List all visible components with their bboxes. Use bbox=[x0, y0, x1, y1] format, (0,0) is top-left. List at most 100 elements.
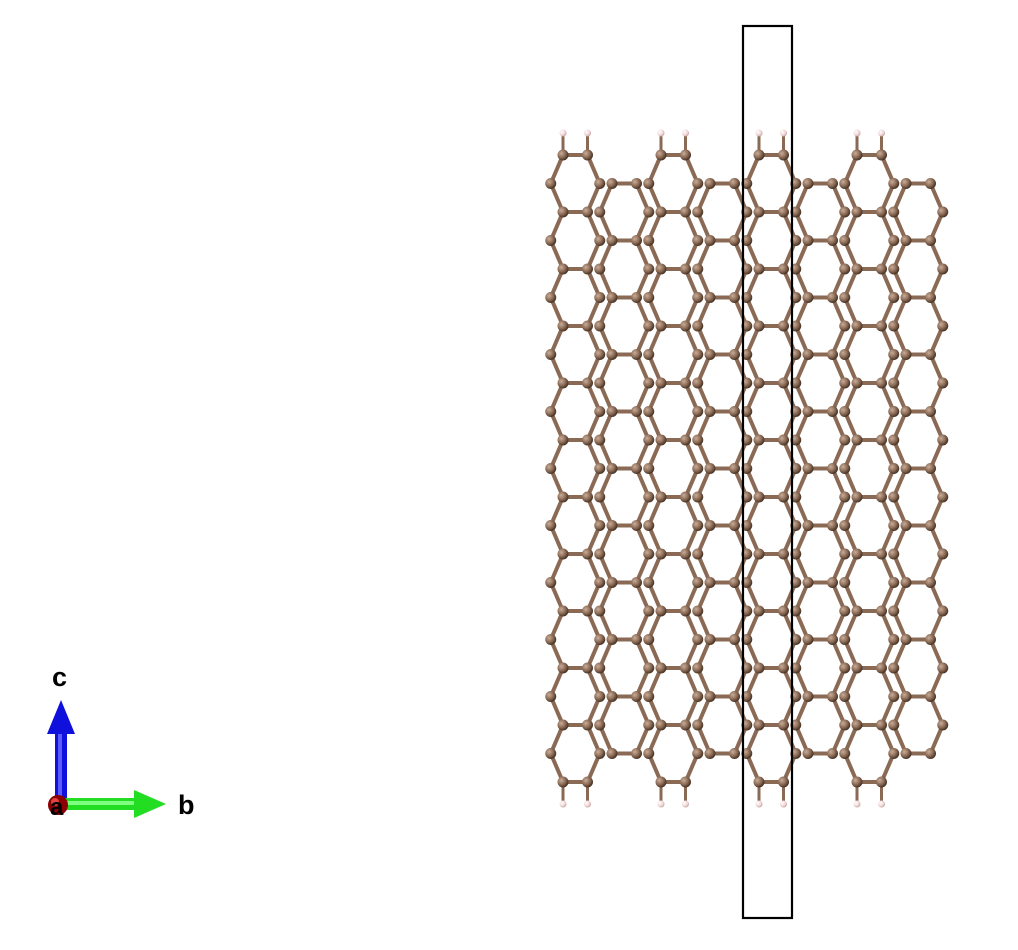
carbon-atom bbox=[937, 320, 949, 332]
carbon-atom bbox=[888, 719, 900, 731]
axis-indicator: c b a bbox=[47, 662, 195, 821]
carbon-atom bbox=[839, 548, 851, 560]
carbon-atom bbox=[876, 320, 887, 332]
carbon-atom bbox=[680, 662, 691, 674]
carbon-atom bbox=[778, 320, 789, 332]
carbon-atom bbox=[802, 292, 814, 303]
carbon-atom bbox=[888, 605, 900, 617]
carbon-atom bbox=[545, 520, 557, 531]
carbon-atom bbox=[888, 491, 900, 503]
carbon-atom bbox=[900, 520, 912, 531]
carbon-atom bbox=[827, 292, 838, 303]
carbon-atom bbox=[594, 605, 606, 617]
carbon-atom bbox=[606, 748, 618, 759]
carbon-atom bbox=[753, 206, 765, 218]
carbon-atom bbox=[692, 691, 704, 702]
carbon-atom bbox=[827, 691, 838, 702]
carbon-atom bbox=[606, 577, 618, 588]
carbon-atom bbox=[680, 377, 691, 389]
carbon-atom bbox=[655, 149, 667, 161]
carbon-atom bbox=[839, 320, 851, 332]
carbon-atom bbox=[557, 263, 569, 275]
carbon-atom bbox=[655, 662, 667, 674]
carbon-atom bbox=[925, 748, 936, 759]
carbon-atom bbox=[888, 349, 900, 360]
carbon-atom bbox=[839, 719, 851, 731]
carbon-atom bbox=[937, 491, 949, 503]
carbon-atom bbox=[594, 491, 606, 503]
b-axis-arrow bbox=[62, 790, 166, 818]
carbon-atom bbox=[680, 206, 691, 218]
carbon-atom bbox=[729, 292, 740, 303]
hydrogen-atom bbox=[853, 129, 861, 137]
carbon-atom bbox=[925, 691, 936, 702]
carbon-atom bbox=[778, 776, 789, 788]
carbon-atom bbox=[839, 691, 851, 702]
carbon-atom bbox=[594, 577, 606, 588]
carbon-atom bbox=[937, 377, 949, 389]
carbon-atom bbox=[557, 719, 569, 731]
carbon-atom bbox=[900, 178, 912, 189]
carbon-atom bbox=[643, 520, 655, 531]
carbon-atom bbox=[925, 577, 936, 588]
carbon-atom bbox=[655, 377, 667, 389]
carbon-atom bbox=[655, 434, 667, 446]
carbon-atom bbox=[631, 406, 642, 417]
carbon-atom bbox=[827, 406, 838, 417]
carbon-atom bbox=[925, 634, 936, 645]
carbon-atom bbox=[839, 178, 851, 189]
carbon-atom bbox=[888, 520, 900, 531]
carbon-atom bbox=[937, 719, 949, 731]
hydrogen-atom bbox=[780, 129, 787, 137]
carbon-atom bbox=[827, 748, 838, 759]
carbon-atom bbox=[631, 691, 642, 702]
carbon-atom bbox=[876, 491, 887, 503]
carbon-atom bbox=[888, 463, 900, 474]
carbon-atom bbox=[594, 263, 606, 275]
carbon-atom bbox=[802, 349, 814, 360]
carbon-atom bbox=[582, 662, 593, 674]
hydrogen-atom bbox=[853, 800, 861, 808]
carbon-atom bbox=[545, 748, 557, 759]
carbon-atom bbox=[680, 605, 691, 617]
carbon-atom bbox=[643, 235, 655, 246]
carbon-atom bbox=[802, 691, 814, 702]
carbon-atom bbox=[582, 605, 593, 617]
carbon-atom bbox=[704, 349, 716, 360]
carbon-atom bbox=[680, 263, 691, 275]
carbon-atom bbox=[643, 548, 655, 560]
carbon-atom bbox=[655, 206, 667, 218]
carbon-atom bbox=[729, 634, 740, 645]
carbon-atom bbox=[876, 206, 887, 218]
carbon-atom bbox=[606, 178, 618, 189]
carbon-atom bbox=[655, 491, 667, 503]
carbon-atom bbox=[582, 206, 593, 218]
carbon-atom bbox=[692, 463, 704, 474]
carbon-atom bbox=[631, 292, 642, 303]
carbon-atom bbox=[692, 577, 704, 588]
carbon-atom bbox=[802, 178, 814, 189]
carbon-atom bbox=[545, 178, 557, 189]
carbon-atom bbox=[937, 206, 949, 218]
carbon-atom bbox=[594, 178, 606, 189]
carbon-atom bbox=[594, 406, 606, 417]
axis-label-a: a bbox=[50, 794, 64, 821]
carbon-atom bbox=[876, 434, 887, 446]
carbon-atom bbox=[851, 206, 863, 218]
carbon-atom bbox=[888, 548, 900, 560]
carbon-atom bbox=[839, 605, 851, 617]
carbon-atom bbox=[643, 662, 655, 674]
carbon-atom bbox=[937, 662, 949, 674]
carbon-atom bbox=[631, 520, 642, 531]
carbon-atom bbox=[900, 691, 912, 702]
carbon-atom bbox=[778, 149, 789, 161]
carbon-atom bbox=[729, 349, 740, 360]
carbon-atom bbox=[545, 406, 557, 417]
carbon-atom bbox=[839, 377, 851, 389]
carbon-atom bbox=[594, 377, 606, 389]
carbon-atom bbox=[851, 149, 863, 161]
carbon-atom bbox=[802, 634, 814, 645]
carbon-atom bbox=[704, 577, 716, 588]
carbon-atom bbox=[888, 263, 900, 275]
